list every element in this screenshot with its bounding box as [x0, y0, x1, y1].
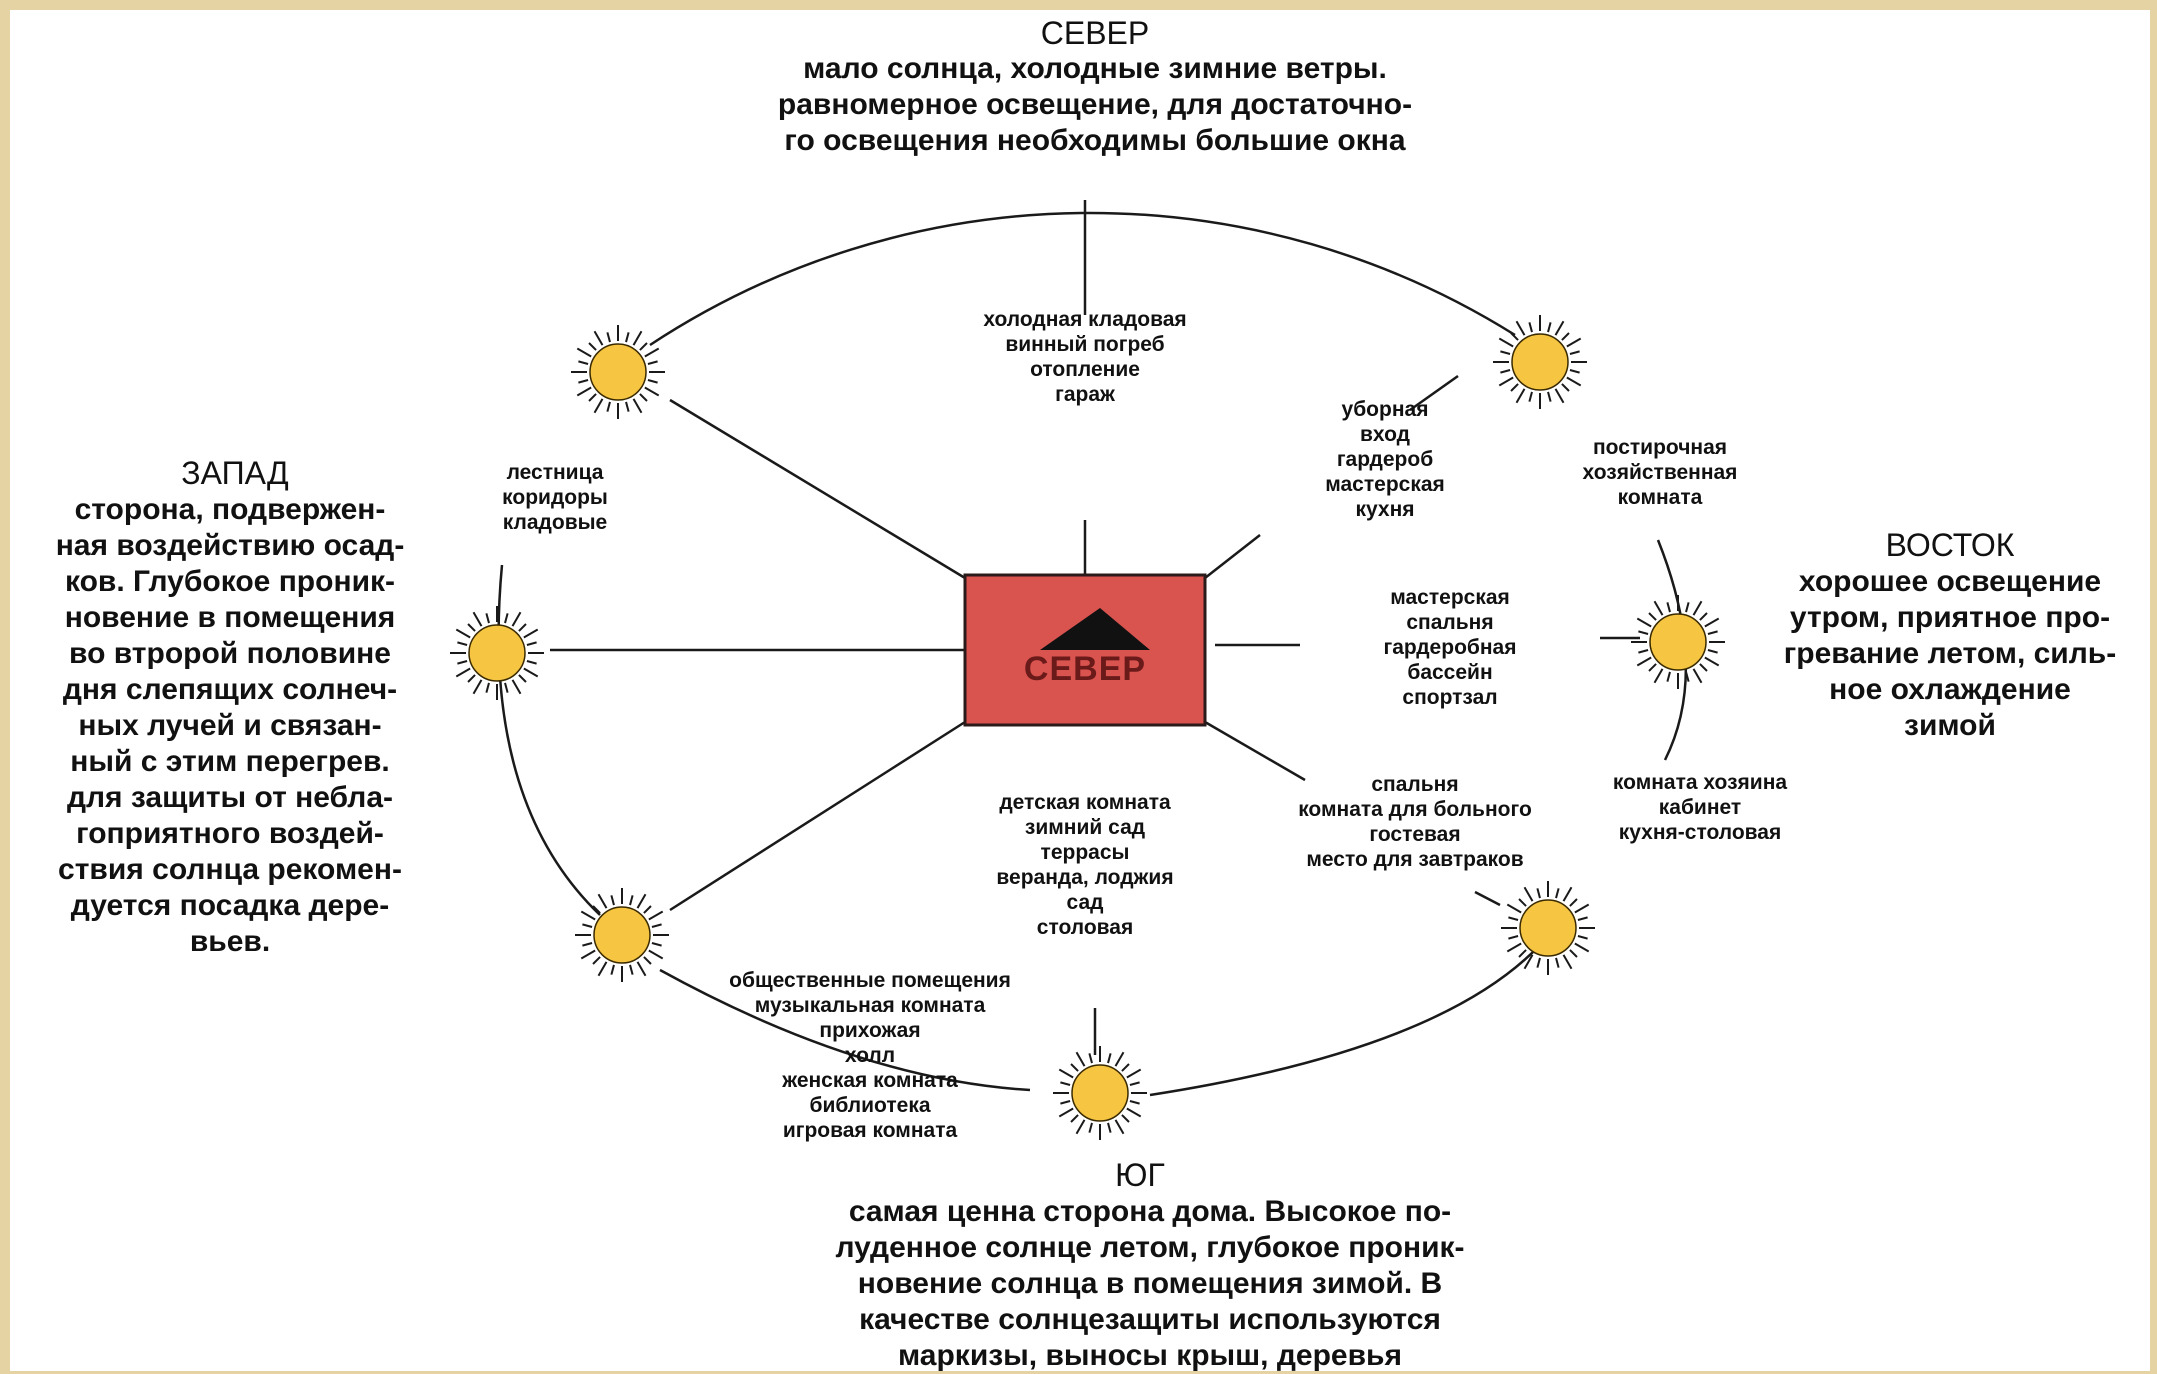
north-description: мало солнца, холодные зимние ветры. равн… — [777, 52, 1413, 157]
south-description: самая ценна сторона дома. Высокое по- лу… — [835, 1195, 1465, 1372]
rooms-south: детская комната зимний сад террасы веран… — [996, 791, 1174, 939]
orbit-arc-southwest — [659, 968, 1031, 1092]
diagram-canvas: СЕВЕР мало солнца, холодные зимние ветры… — [10, 10, 2150, 1372]
orbit-arc-west — [497, 564, 601, 916]
sun-icon — [1501, 881, 1595, 975]
sun-icon — [450, 606, 544, 700]
west-description: сторона, подвержен- ная воздействию осад… — [55, 493, 405, 958]
rooms-northwest: лестница коридоры кладовые — [502, 461, 608, 534]
rooms-southeast-inner: спальня комната для больного гостевая ме… — [1298, 773, 1532, 871]
suns-group — [450, 315, 1725, 1140]
sun-icon — [1493, 315, 1587, 409]
north-arrow-icon — [1040, 608, 1150, 650]
sun-icon — [1631, 595, 1725, 689]
south-heading: ЮГ — [1115, 1157, 1165, 1193]
orbit-arc-north — [649, 211, 1516, 347]
orbit-arc-south — [1149, 944, 1541, 1097]
sun-icon — [571, 325, 665, 419]
rooms-north: холодная кладовая винный погреб отоплени… — [983, 308, 1187, 406]
rooms-northeast-outer: постирочная хозяйственная комната — [1582, 436, 1738, 509]
east-description: хорошее освещение утром, приятное про- г… — [1783, 565, 2117, 742]
sun-icon — [575, 888, 669, 982]
rooms-southeast-outer: комната хозяина кабинет кухня-столовая — [1612, 771, 1788, 844]
connector-se — [1474, 890, 1501, 907]
radial-sw — [669, 720, 966, 912]
radial-nw — [669, 398, 966, 580]
connector-ne — [1409, 374, 1459, 412]
west-heading: ЗАПАД — [181, 455, 289, 491]
north-heading: СЕВЕР — [1040, 15, 1150, 51]
radial-se — [1204, 720, 1306, 782]
house-label: СЕВЕР — [1023, 650, 1147, 688]
radial-ne — [1204, 534, 1261, 579]
rooms-southwest: общественные помещения музыкальная комна… — [729, 969, 1011, 1142]
sun-orientation-diagram — [450, 200, 1725, 1140]
rooms-east-inner: мастерская спальня гардеробная бассейн с… — [1383, 586, 1517, 709]
sun-icon — [1053, 1046, 1147, 1140]
rooms-northeast-inner: уборная вход гардероб мастерская кухня — [1325, 398, 1445, 521]
east-heading: ВОСТОК — [1885, 527, 2015, 563]
